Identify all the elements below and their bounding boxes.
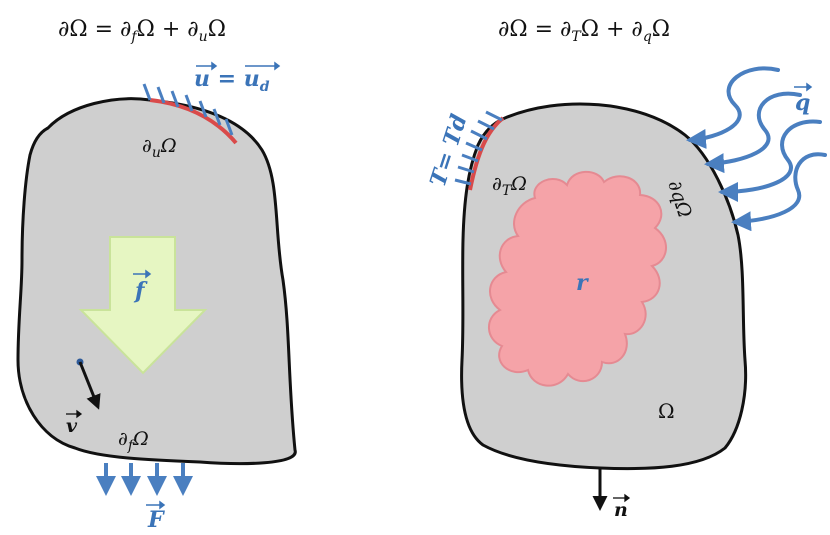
dirichlet-boundary-right <box>468 116 505 191</box>
outward-normal-bar <box>613 493 631 503</box>
left-equation: ∂Ω = ∂fΩ + ∂uΩ <box>58 17 226 45</box>
heat-flux-label: q <box>795 90 810 116</box>
dirichlet-boundary-label-left: ∂uΩ <box>142 135 177 161</box>
body-force-arrow <box>78 236 208 375</box>
body-force-vector-bar <box>133 269 152 279</box>
body-force-label: f <box>133 278 148 304</box>
temperature-label: T= Td <box>425 111 473 190</box>
heat-flux-vector-bar <box>794 82 813 92</box>
dirichlet-boundary-left <box>149 98 238 145</box>
dirichlet-boundary-label-right: ∂TΩ <box>492 173 527 199</box>
left-panel: ∂Ω = ∂fΩ + ∂uΩ u = ud ∂uΩ f <box>16 17 297 533</box>
right-equation: ∂Ω = ∂TΩ + ∂qΩ <box>498 17 670 45</box>
displacement-label: u = ud <box>194 66 270 95</box>
normal-vector-label: v <box>66 415 78 437</box>
right-panel: ∂Ω = ∂TΩ + ∂qΩ T= Td ∂TΩ ∂qΩ q <box>425 17 827 521</box>
outward-normal-label: n <box>614 499 628 521</box>
traction-arrows <box>96 463 193 496</box>
heat-source-cloud <box>488 170 667 387</box>
traction-vector-bar <box>146 500 166 510</box>
domain-label: Ω <box>658 399 675 423</box>
displacement-vector-bars <box>196 61 281 71</box>
displacement-hatch <box>142 83 234 136</box>
normal-vector-bar <box>66 409 83 419</box>
heat-flux-arrows <box>686 66 827 232</box>
traction-label: F <box>147 507 165 533</box>
normal-vector-arrow <box>78 361 101 410</box>
heat-source-label: r <box>576 270 589 296</box>
neumann-boundary-label-left: ∂fΩ <box>118 428 149 454</box>
temperature-hatch <box>454 110 503 186</box>
